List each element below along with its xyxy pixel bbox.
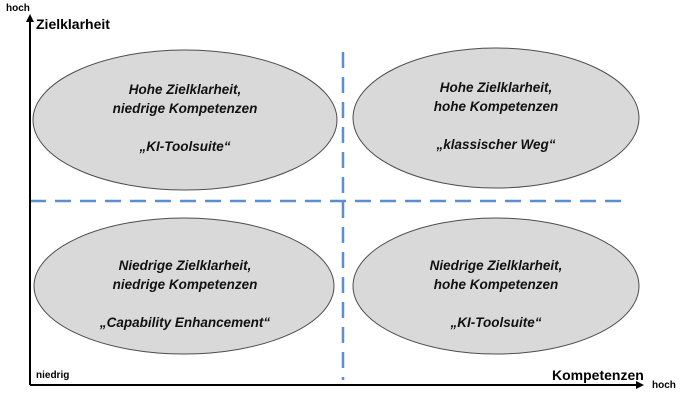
x-axis-title: Kompetenzen (552, 367, 644, 383)
quadrant-top-left-line2: niedrige Kompetenzen (112, 101, 258, 116)
quadrant-top-right-line1: Hohe Zielklarheit, (439, 80, 553, 95)
quadrant-bottom-left-line2: niedrige Kompetenzen (112, 277, 258, 292)
quadrant-top-left-text: Hohe Zielklarheit, niedrige Kompetenzen … (55, 80, 315, 156)
ellipse-bottom-right (352, 217, 640, 355)
y-axis-title: Zielklarheit (36, 16, 110, 32)
quadrant-bottom-right-text: Niedrige Zielklarheit, hohe Kompetenzen … (366, 256, 626, 332)
quadrant-bottom-right-tag: „KI-Toolsuite“ (450, 315, 542, 330)
quadrant-top-right-tag: „klassischer Weg“ (436, 137, 556, 152)
ellipse-bottom-left (33, 217, 335, 355)
quadrant-bottom-left-line1: Niedrige Zielklarheit, (118, 258, 252, 273)
quadrant-bottom-left-tag: „Capability Enhancement“ (99, 315, 271, 330)
quadrant-top-left-line1: Hohe Zielklarheit, (128, 82, 242, 97)
ellipse-top-right (352, 47, 640, 189)
quadrant-bottom-right-line2: hohe Kompetenzen (433, 277, 559, 292)
quadrant-top-right-text: Hohe Zielklarheit, hohe Kompetenzen „kla… (366, 78, 626, 154)
y-axis-high-label: hoch (6, 3, 30, 14)
ellipse-top-left (32, 49, 338, 191)
quadrant-top-right-line2: hohe Kompetenzen (433, 99, 559, 114)
quadrant-bottom-right-line1: Niedrige Zielklarheit, (429, 258, 563, 273)
quadrant-top-left-tag: „KI-Toolsuite“ (139, 139, 231, 154)
y-axis-low-label: niedrig (36, 370, 70, 381)
quadrant-bottom-left-text: Niedrige Zielklarheit, niedrige Kompeten… (55, 256, 315, 332)
x-axis-high-label: hoch (652, 380, 676, 391)
